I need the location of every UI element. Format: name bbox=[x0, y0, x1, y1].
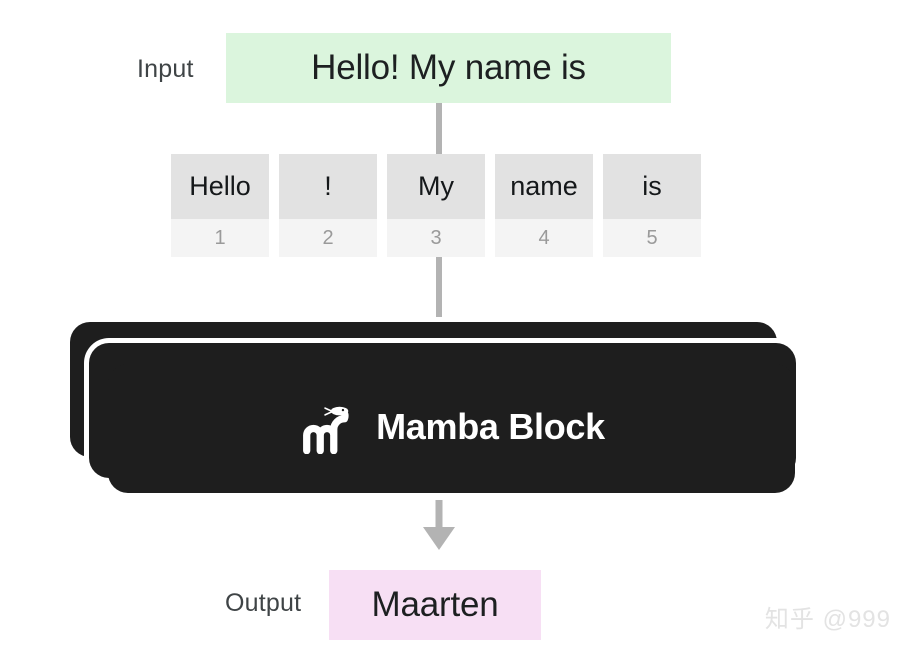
input-box: Hello! My name is bbox=[226, 33, 671, 103]
token-word: My bbox=[387, 154, 485, 219]
mamba-block-stack: Mamba Block bbox=[70, 322, 810, 502]
connector-input-to-tokens bbox=[436, 103, 442, 154]
token-item: is 5 bbox=[603, 154, 701, 257]
token-word: ! bbox=[279, 154, 377, 219]
watermark: 知乎 @999 bbox=[764, 606, 891, 633]
token-index: 1 bbox=[171, 219, 269, 257]
mamba-block-title: Mamba Block bbox=[376, 405, 605, 447]
output-box: Maarten bbox=[329, 570, 541, 640]
token-index: 5 bbox=[603, 219, 701, 257]
input-row: Input Hello! My name is bbox=[0, 33, 909, 103]
token-word: name bbox=[495, 154, 593, 219]
input-label: Input bbox=[137, 55, 194, 83]
token-index: 3 bbox=[387, 219, 485, 257]
token-item: My 3 bbox=[387, 154, 485, 257]
token-index: 2 bbox=[279, 219, 377, 257]
mamba-card-content: Mamba Block bbox=[298, 400, 605, 454]
token-strip: Hello 1 ! 2 My 3 name 4 is 5 bbox=[171, 154, 701, 257]
token-item: Hello 1 bbox=[171, 154, 269, 257]
token-item: name 4 bbox=[495, 154, 593, 257]
input-text: Hello! My name is bbox=[311, 48, 586, 87]
output-text: Maarten bbox=[371, 585, 499, 624]
token-index: 4 bbox=[495, 219, 593, 257]
connector-tokens-to-block bbox=[436, 257, 442, 325]
down-arrow-icon bbox=[423, 500, 455, 550]
mamba-snake-icon bbox=[303, 406, 349, 454]
token-item: ! 2 bbox=[279, 154, 377, 257]
output-label: Output bbox=[225, 589, 302, 617]
token-word: is bbox=[603, 154, 701, 219]
mamba-card-front: Mamba Block bbox=[108, 364, 795, 493]
token-word: Hello bbox=[171, 154, 269, 219]
